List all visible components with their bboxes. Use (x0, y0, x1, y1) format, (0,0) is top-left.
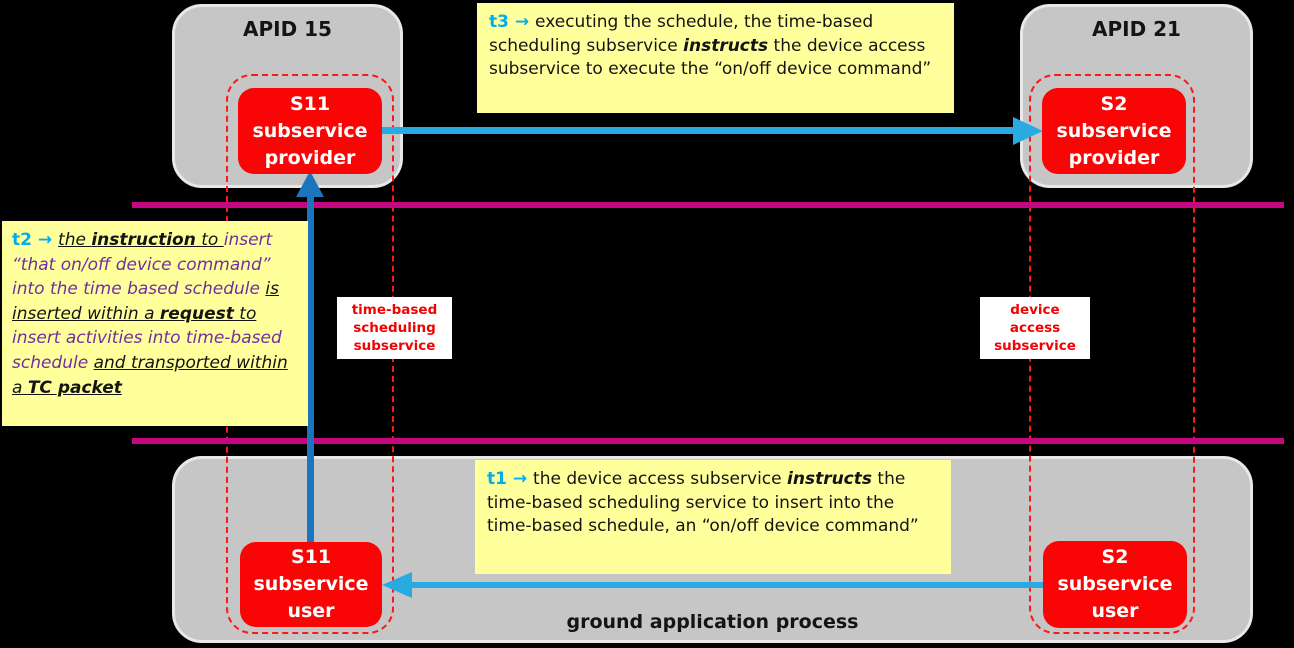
s11-user-line2: subservice (253, 573, 369, 595)
right-label-line2: access (1009, 320, 1061, 336)
upper-bus-line (132, 202, 1284, 208)
s2-user-line2: subservice (1057, 573, 1173, 595)
s11-user-line1: S11 (290, 546, 332, 568)
time-based-scheduling-subservice-label: time-based scheduling subservice (337, 297, 452, 359)
s11-subservice-provider-box: S11 subservice provider (238, 88, 382, 174)
t3-note: t3 → executing the schedule, the time-ba… (477, 3, 954, 113)
lower-bus-line (132, 438, 1284, 444)
device-access-subservice-label: device access subservice (980, 297, 1090, 359)
t1-note: t1 → the device access subservice instru… (475, 460, 951, 574)
s2-provider-line3: provider (1068, 146, 1160, 169)
s11-provider-line1: S11 (289, 92, 331, 115)
t2-arrowhead-icon (296, 171, 324, 197)
left-label-line1: time-based (351, 302, 438, 318)
left-label-line2: scheduling (353, 320, 436, 336)
t1-arrowhead-icon (382, 572, 412, 598)
s2-subservice-user-box: S2 subservice user (1043, 541, 1187, 628)
right-label-line1: device (1010, 302, 1060, 318)
right-label-line3: subservice (994, 338, 1076, 354)
s2-user-line1: S2 (1101, 546, 1129, 568)
s2-user-line3: user (1091, 600, 1139, 622)
t1-arrow-line (412, 582, 1043, 588)
ground-application-process-label: ground application process (566, 611, 859, 633)
left-label-line3: subservice (353, 338, 436, 354)
s2-provider-line2: subservice (1056, 119, 1172, 142)
s2-provider-line1: S2 (1100, 92, 1128, 115)
t3-arrowhead-icon (1013, 117, 1043, 145)
s2-subservice-provider-box: S2 subservice provider (1042, 88, 1186, 174)
s11-provider-line3: provider (264, 146, 356, 169)
s11-provider-line2: subservice (252, 119, 368, 142)
s11-subservice-user-box: S11 subservice user (240, 542, 382, 627)
apid21-title: APID 21 (1092, 17, 1181, 41)
apid15-title: APID 15 (243, 17, 332, 41)
t2-note: t2 → the instruction to insert “that on/… (2, 221, 308, 426)
t2-arrow-line (307, 196, 314, 542)
s11-user-line3: user (287, 600, 335, 622)
t3-arrow-line (380, 127, 1014, 134)
